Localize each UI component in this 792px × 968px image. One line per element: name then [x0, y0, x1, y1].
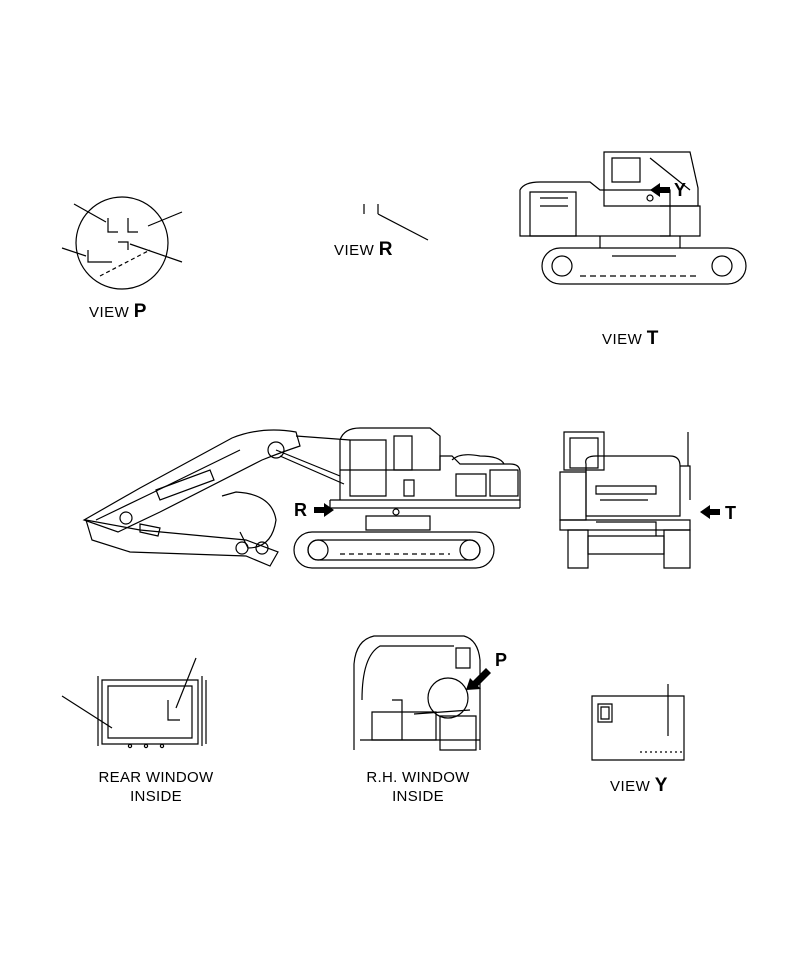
view-y-word: VIEW: [610, 778, 651, 795]
callout-y: Y: [674, 180, 687, 200]
arrow-y-icon: [650, 183, 670, 197]
rh-window-inside-detail: [353, 635, 481, 751]
view-r-word: VIEW: [334, 242, 375, 259]
rh-window-caption-line1: R.H. WINDOW: [366, 769, 470, 786]
view-r-letter: R: [378, 239, 393, 260]
arrow-t-icon: [700, 505, 720, 519]
view-r-label: VIEW R: [334, 240, 393, 259]
callout-t: T: [725, 503, 736, 523]
arrow-p-icon: [466, 668, 491, 690]
view-y-plate-detail: [591, 684, 685, 761]
view-t-label: VIEW T: [602, 329, 658, 348]
callout-r: R: [294, 500, 307, 520]
view-t-word: VIEW: [602, 331, 643, 348]
view-y-label: VIEW Y: [610, 776, 667, 795]
view-t-letter: T: [646, 328, 659, 349]
main-excavator-side-view: [82, 427, 521, 569]
rh-window-caption-line2: INSIDE: [392, 788, 444, 805]
rh-window-caption: R.H. WINDOW INSIDE: [350, 768, 486, 806]
rear-window-caption-line1: REAR WINDOW: [98, 769, 214, 786]
view-p-word: VIEW: [89, 304, 130, 321]
arrows: [314, 183, 720, 690]
view-p-letter: P: [133, 301, 147, 322]
view-t-excavator: [519, 151, 747, 285]
arrow-r-icon: [314, 503, 334, 517]
callout-p: P: [495, 650, 508, 670]
rear-window-inside-detail: [61, 657, 207, 749]
rear-view-excavator: [559, 431, 691, 569]
view-r-detail: [363, 204, 429, 241]
rear-window-caption-line2: INSIDE: [130, 788, 182, 805]
view-p-label: VIEW P: [89, 302, 146, 321]
rear-window-caption: REAR WINDOW INSIDE: [86, 768, 226, 806]
view-p-decal-detail: [61, 196, 183, 290]
view-y-letter: Y: [654, 775, 668, 796]
